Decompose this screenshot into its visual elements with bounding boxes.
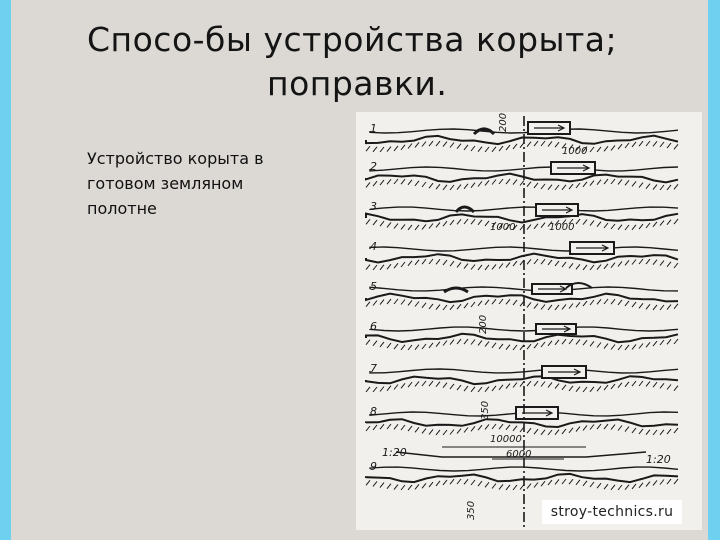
surface-line-1 (369, 128, 679, 134)
mound-5b (565, 282, 593, 289)
slide: Спосо-бы устройства корыта; поправки. Ус… (11, 0, 708, 540)
ground-line-4 (365, 252, 679, 264)
dim-label-1000-row2: 1000 (562, 146, 587, 157)
ground-line-8 (365, 418, 679, 429)
row-number: 9 (370, 460, 377, 473)
ground-line-6-hatch (365, 338, 679, 351)
row-number: 4 (370, 240, 377, 253)
trench-outline (395, 451, 647, 458)
row-number: 3 (370, 200, 377, 213)
machine-box-8-arrow (522, 409, 554, 417)
machine-box-1-arrow (534, 124, 566, 132)
surface-line-6 (369, 326, 679, 332)
dim-label-200-top: 200 (498, 113, 509, 132)
slope-label-right: 1:20 (646, 453, 671, 466)
ground-line-7-hatch (365, 380, 679, 393)
ground-line-5-hatch (365, 298, 679, 311)
row-number: 6 (370, 320, 377, 333)
surface-line-4 (369, 246, 679, 252)
ground-line-1-hatch (365, 140, 679, 153)
watermark: stroy-technics.ru (542, 500, 682, 524)
machine-box-3-arrow (542, 206, 574, 214)
mound-5 (443, 286, 469, 294)
ground-line-3 (365, 212, 679, 224)
row-number: 7 (370, 362, 377, 375)
surface-line-9 (369, 466, 679, 472)
ground-line-9 (365, 472, 679, 484)
ground-line-2-hatch (365, 178, 679, 191)
ground-line-4-hatch (365, 258, 679, 271)
row-number: 2 (370, 160, 377, 173)
dim-label-1000-row3-left: 1000 (490, 222, 515, 233)
row-number: 1 (370, 122, 377, 135)
machine-box-2-arrow (557, 164, 591, 172)
machine-box-4-arrow (576, 244, 610, 252)
ground-line-7 (365, 375, 679, 386)
surface-line-5 (369, 286, 679, 292)
dim-label-350-bottom: 350 (466, 501, 477, 520)
surface-line-7 (369, 368, 679, 374)
mound-1 (472, 127, 496, 136)
ground-line-6 (365, 332, 679, 344)
ground-line-1 (365, 134, 679, 146)
title-line-1: Спосо-бы устройства корыта; (87, 20, 618, 59)
mound-3 (454, 205, 476, 214)
dim-label-6000: 6000 (506, 449, 531, 460)
machine-box-6-arrow (542, 325, 572, 333)
dim-label-10000: 10000 (490, 434, 522, 445)
body-text: Устройство корыта в готовом земляном пол… (87, 149, 264, 218)
dim-label-1000-row3-right: 1000 (549, 222, 574, 233)
machine-box-5-arrow (538, 285, 568, 293)
ground-line-8-hatch (365, 423, 679, 436)
surface-line-2 (369, 166, 679, 172)
slope-label-left: 1:20 (382, 446, 407, 459)
slide-title: Спосо-бы устройства корыта; поправки. (11, 18, 691, 106)
ground-line-3-hatch (365, 218, 679, 231)
title-line-2: поправки. (267, 64, 448, 103)
ground-line-2 (365, 172, 679, 184)
row-number: 5 (370, 280, 377, 293)
surface-line-3 (369, 206, 679, 212)
construction-diagram: 1 2 3 4 5 6 7 8 9 200 1000 1000 1000 200 350 10000 6000 1… (356, 112, 702, 530)
dim-label-200-row6: 200 (478, 315, 489, 334)
ground-line-9-hatch (365, 478, 679, 491)
dim-label-350-row8: 350 (480, 401, 491, 420)
ground-line-5 (365, 292, 679, 304)
row-number: 8 (370, 405, 377, 418)
machine-box-7-arrow (548, 368, 582, 376)
